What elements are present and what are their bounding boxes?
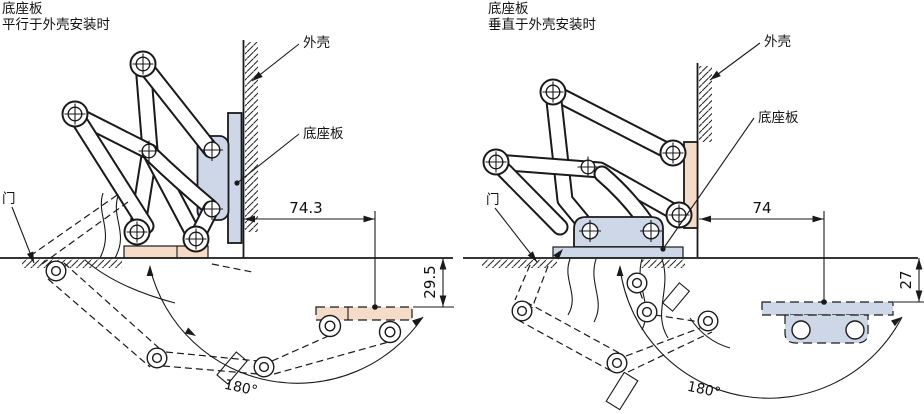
label-door: 门 xyxy=(2,191,38,265)
swing-arc: 180° xyxy=(616,265,904,402)
title-line-1: 底座板 xyxy=(2,1,43,17)
diagram-perpendicular-mount: 180° 74 27 外壳 xyxy=(463,1,924,411)
door-label-text: 门 xyxy=(2,191,16,207)
label-housing: 外壳 xyxy=(249,35,330,84)
base-plate-vertical xyxy=(227,112,243,244)
door-hatching xyxy=(482,259,557,268)
housing-label-text: 外壳 xyxy=(764,34,791,50)
dim-offset-v: 29.5 xyxy=(421,265,439,298)
open-link-block-2 xyxy=(605,371,639,411)
housing-label-text: 外壳 xyxy=(303,35,330,51)
housing-wall xyxy=(242,40,258,258)
swing-angle-label: 180° xyxy=(223,377,259,400)
label-base-plate: 底座板 xyxy=(234,126,344,186)
door-plate-open xyxy=(761,301,894,344)
open-position-linkage xyxy=(511,246,731,411)
wall-hatching xyxy=(245,42,258,232)
base-plate-label-text: 底座板 xyxy=(303,126,344,142)
dimension-horizontal: 74.3 xyxy=(243,199,378,310)
wall-hatching xyxy=(699,66,712,142)
dimension-horizontal: 74 xyxy=(699,199,827,305)
dimension-vertical: 27 xyxy=(894,258,924,303)
swing-arc: 180° xyxy=(146,265,425,400)
base-plate-horizontal xyxy=(552,216,684,259)
dim-offset-h: 74.3 xyxy=(289,199,322,217)
title-line-2: 平行于外壳安装时 xyxy=(2,17,110,33)
title-line-1: 底座板 xyxy=(488,1,529,17)
door-plate-open xyxy=(315,306,413,344)
label-housing: 外壳 xyxy=(707,34,791,83)
diagram-title: 底座板 垂直于外壳安装时 xyxy=(488,1,596,33)
open-link-block xyxy=(661,282,691,312)
housing-wall xyxy=(696,63,712,257)
diagram-parallel-mount: 180° 74.3 29.5 外壳 xyxy=(0,1,454,399)
dim-offset-v: 27 xyxy=(897,270,915,289)
linkage-arms xyxy=(487,83,687,238)
base-plate-label-text: 底座板 xyxy=(758,110,799,126)
door-surface xyxy=(463,257,918,268)
door-hatching xyxy=(22,259,122,268)
diagram-title: 底座板 平行于外壳安装时 xyxy=(2,1,110,33)
door-label-text: 门 xyxy=(486,192,500,208)
label-base-plate: 底座板 xyxy=(660,110,799,252)
open-link-block xyxy=(216,351,248,385)
dimension-vertical: 29.5 xyxy=(413,258,454,308)
label-door: 门 xyxy=(486,192,540,265)
door-surface xyxy=(0,257,453,268)
title-line-2: 垂直于外壳安装时 xyxy=(488,17,596,33)
dim-offset-h: 74 xyxy=(752,199,771,217)
swing-angle-label: 180° xyxy=(686,379,722,402)
